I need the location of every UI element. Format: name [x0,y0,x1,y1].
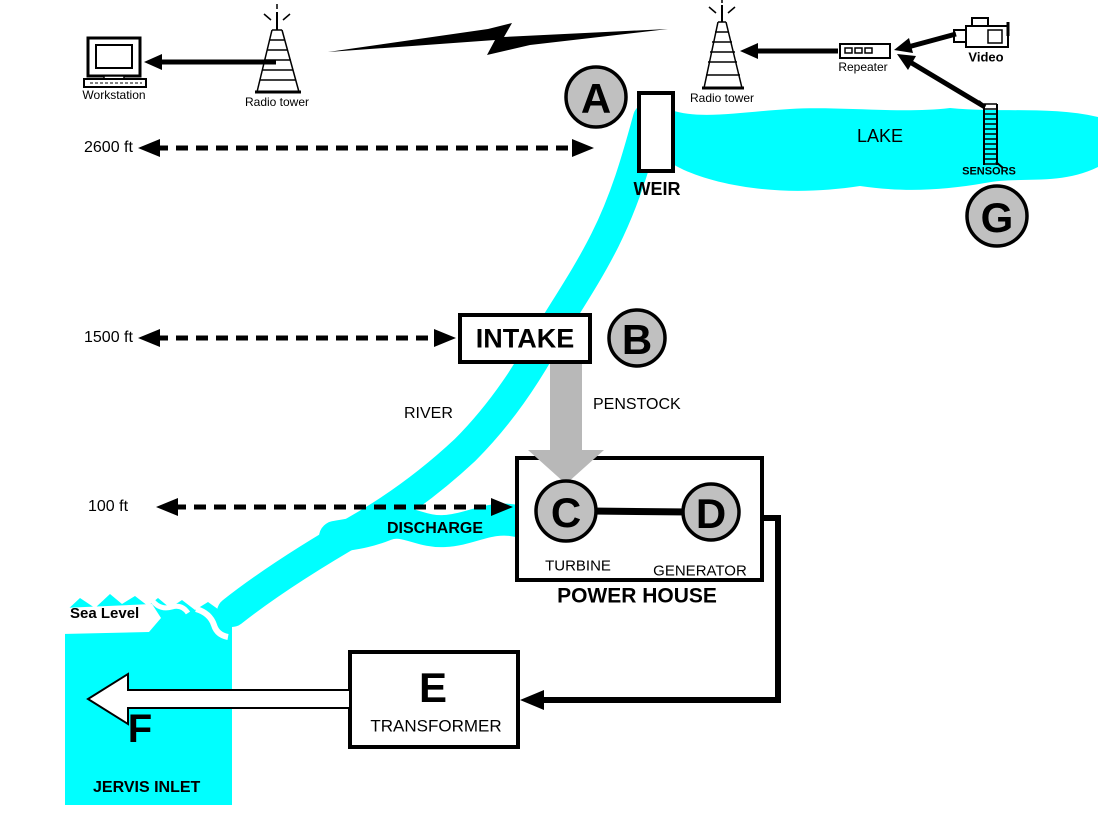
distance-100-label: 100 ft [88,498,129,515]
video-camera-icon [953,17,1010,48]
penstock-label: PENSTOCK [593,396,681,413]
node-e-label: E [418,664,448,711]
node-c-circle [534,479,598,543]
node-f-label: F [127,707,153,751]
repeater-icon [839,43,891,59]
distance-1500-label: 1500 ft [84,329,133,346]
distance-arrow-100 [156,498,513,516]
distance-arrow-1500 [138,329,456,347]
sensors-label: SENSORS [962,165,1016,178]
coast-squiggle-2 [195,606,229,640]
node-d-circle [681,482,741,542]
transformer-label: TRANSFORMER [370,716,502,736]
discharge-water [319,503,533,553]
lake-water [671,108,1098,191]
video-label: Video [968,49,1004,65]
node-b-label: B [621,316,653,363]
arrow-video-to-repeater [894,31,957,53]
radio-tower-right-icon [702,0,744,90]
coast-pocket [62,604,161,634]
node-b-circle [607,308,667,368]
turbine-label: TURBINE [545,557,611,575]
sensors-icon [978,100,1004,169]
jervis-inlet-label: JERVIS INLET [93,779,201,796]
radio-tower-left-label: Radio tower [244,95,310,109]
river-label: RIVER [404,405,453,422]
output-arrow-f [86,672,351,726]
node-c-label: C [550,489,582,536]
arrow-tower-to-workstation [144,54,276,70]
discharge-label: DISCHARGE [387,520,484,537]
coast-squiggle-1 [147,595,191,615]
arrow-repeater-to-tower [740,43,838,59]
power-line [520,515,781,710]
distance-2600-label: 2600 ft [84,139,133,156]
weir-label: WEIR [633,179,681,199]
penstock-arrow [528,360,604,484]
node-g-label: G [980,194,1014,241]
workstation-label: Workstation [82,88,146,102]
power-house-label: POWER HOUSE [557,584,717,608]
repeater-label: Repeater [838,60,888,74]
radio-tower-right-label: Radio tower [689,91,755,105]
intake-label: INTAKE [475,323,575,354]
radio-link-lightning-icon [328,23,668,55]
sea-level-label: Sea Level [70,605,140,622]
node-a-circle [564,65,628,129]
generator-label: GENERATOR [653,562,747,580]
workstation-icon [83,36,147,88]
weir-box [637,91,675,173]
turbine-generator-shaft [589,507,691,516]
arrow-sensors-to-repeater [897,54,987,110]
radio-tower-left-icon [255,4,301,94]
node-g-circle [965,184,1029,248]
distance-arrow-2600 [138,139,594,157]
node-a-label: A [580,75,612,122]
lake-label: LAKE [857,126,904,146]
intake-box [458,313,592,364]
node-d-label: D [695,490,727,537]
